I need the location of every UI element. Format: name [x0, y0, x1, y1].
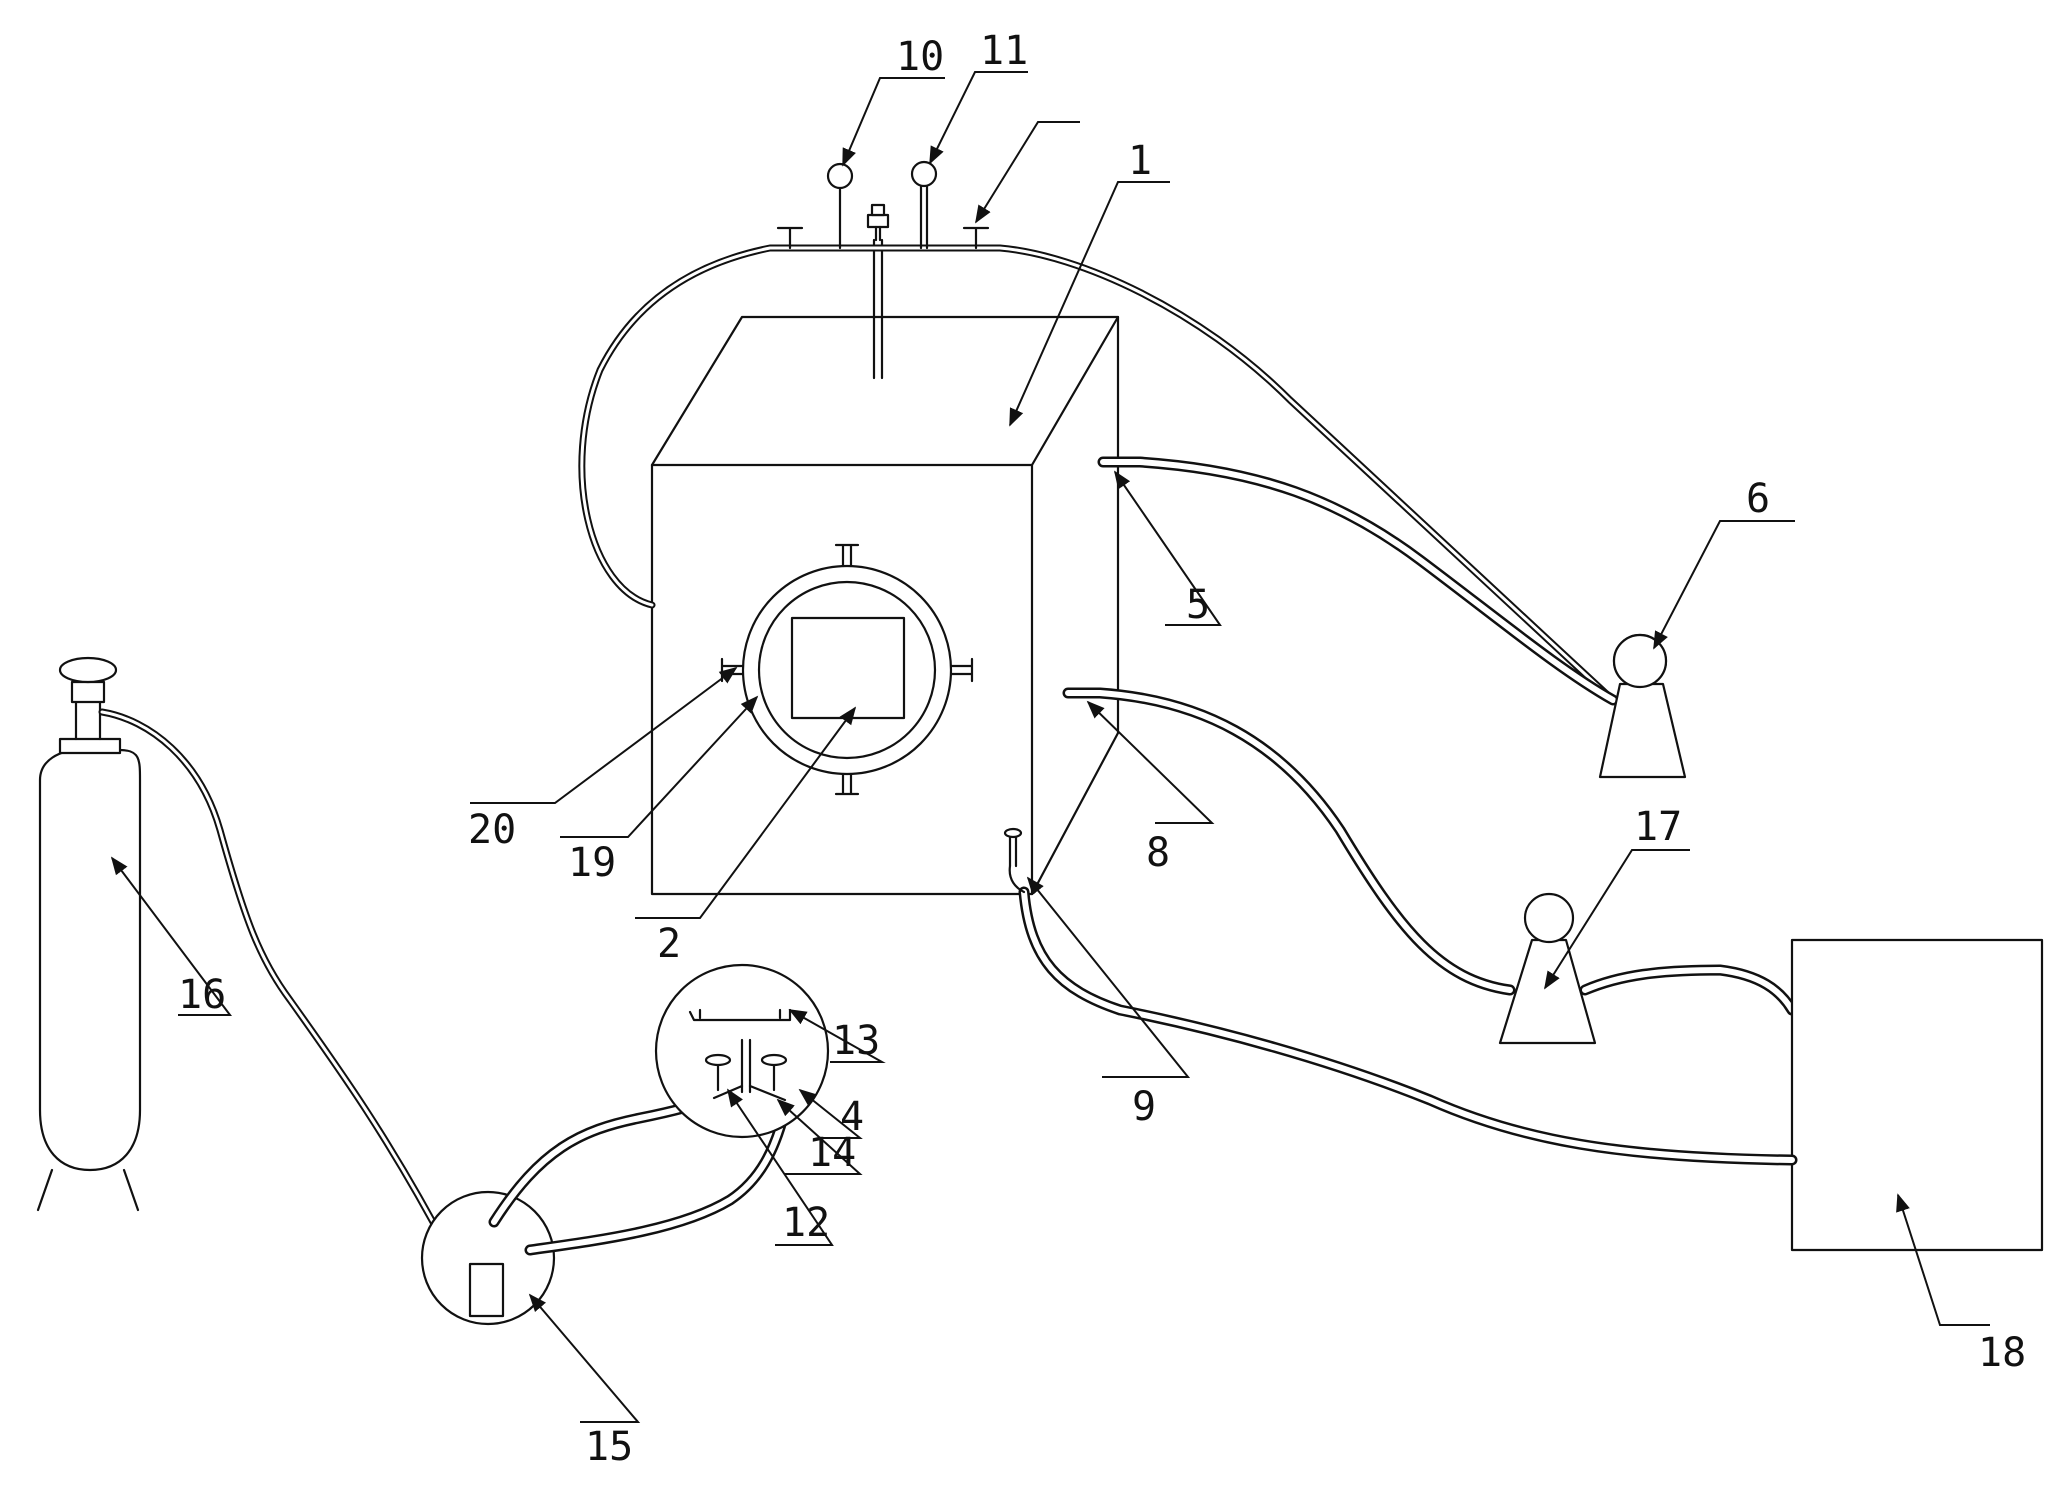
label-16: 16: [178, 972, 226, 1018]
gas-cylinder-16: [36, 656, 142, 1212]
label-6: 6: [1746, 476, 1770, 522]
label-8: 8: [1146, 830, 1170, 876]
label-12: 12: [782, 1200, 830, 1246]
vacuum-pump-6: [1598, 633, 1687, 779]
label-17: 17: [1634, 804, 1682, 850]
gas-line: [98, 708, 452, 1254]
nozzle-14: [760, 1053, 788, 1092]
label-14: 14: [808, 1130, 856, 1176]
reference-numbers: 1 2 4 5 6 8 9 10 11 12 13 14 15 16 17 18…: [178, 28, 2026, 1470]
pump-17: [1498, 892, 1597, 1045]
leader-lines: [110, 71, 1990, 1423]
observation-window: [720, 543, 974, 796]
main-chamber: [650, 315, 1120, 896]
tank-18: [1790, 938, 2044, 1252]
label-20: 20: [468, 807, 516, 853]
label-1: 1: [1128, 138, 1152, 184]
label-13: 13: [832, 1018, 880, 1064]
label-11: 11: [980, 28, 1028, 74]
label-2: 2: [657, 921, 681, 967]
label-15: 15: [585, 1424, 633, 1470]
label-9: 9: [1132, 1084, 1156, 1130]
fixture-4: [654, 963, 830, 1139]
label-4: 4: [840, 1094, 864, 1140]
pressure-gauge-10: [826, 162, 854, 250]
mixer-15: [420, 1190, 556, 1326]
label-18: 18: [1978, 1330, 2026, 1376]
pressure-gauge-11: [910, 160, 938, 250]
label-19: 19: [568, 840, 616, 886]
pipe-5: [1097, 456, 1619, 706]
label-5: 5: [1186, 582, 1210, 628]
nozzle-12: [704, 1053, 732, 1092]
top-manifold: [578, 160, 1617, 704]
top-probe: [866, 203, 890, 380]
pipe-9: [1003, 827, 1798, 1166]
pipe-8: [1062, 687, 1798, 1016]
label-10: 10: [896, 34, 944, 80]
